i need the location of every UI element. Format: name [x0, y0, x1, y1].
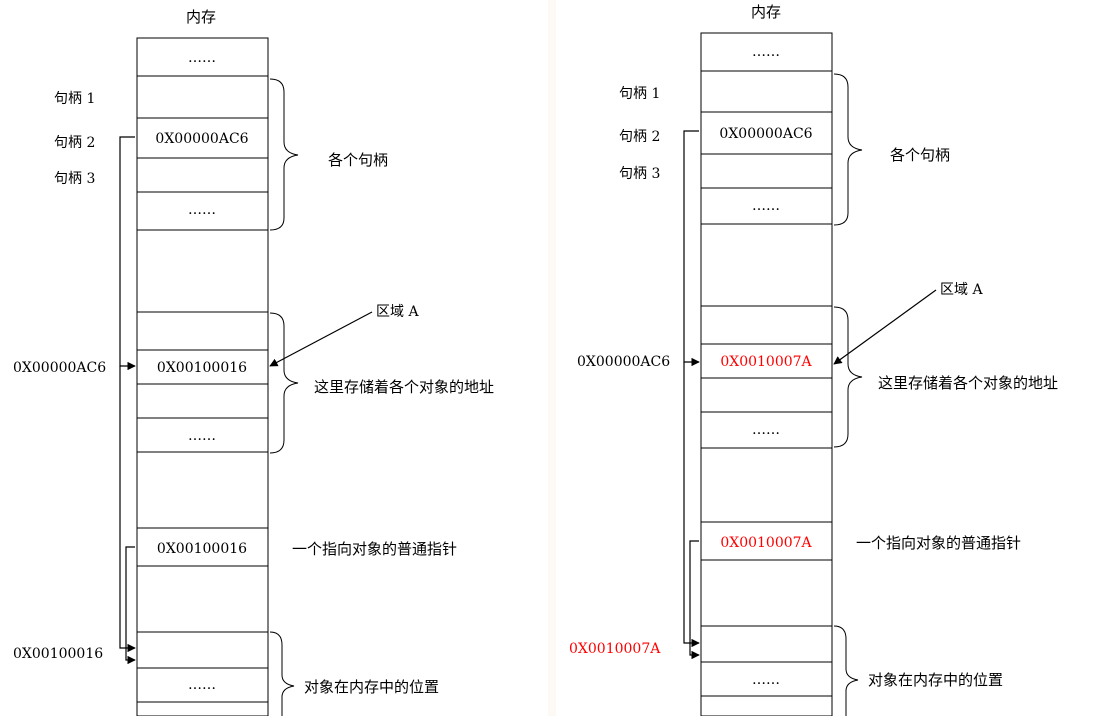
handle-label: 句柄 3 — [54, 171, 95, 187]
memory-cell-dividers — [137, 75, 268, 703]
region-brace-label: 这里存储着各个对象的地址 — [314, 378, 494, 396]
pointer-to-object-arrow — [689, 540, 700, 660]
region-brace — [833, 306, 863, 448]
object-brace — [833, 625, 859, 716]
ellipsis-cell: …… — [752, 422, 780, 438]
memory-column — [136, 37, 269, 716]
ellipsis-cell: …… — [752, 44, 780, 60]
region-value-cell: 0X00100016 — [157, 360, 247, 376]
region-brace — [269, 312, 299, 454]
object-brace-label: 对象在内存中的位置 — [304, 678, 439, 696]
region-a-arrow — [269, 311, 373, 367]
ellipsis-cell: …… — [188, 677, 216, 693]
handle-label: 句柄 2 — [54, 135, 95, 151]
handle-label: 句柄 2 — [619, 129, 660, 145]
panel-divider — [548, 0, 556, 716]
handle-label: 句柄 1 — [619, 86, 660, 102]
pointer-value-cell: 0X0010007A — [720, 535, 812, 551]
region-address-label: 0X00000AC6 — [13, 360, 106, 376]
ellipsis-cell: …… — [188, 428, 216, 444]
handle-to-region-arrow — [683, 130, 700, 367]
pointer-label: 一个指向对象的普通指针 — [292, 540, 457, 558]
ellipsis-cell: …… — [752, 672, 780, 688]
memory-cell-dividers — [701, 70, 832, 697]
pointer-value-cell: 0X00100016 — [157, 541, 247, 557]
panel-left: 内存 …… 0X00000AC6 …… 0X00100016 …… 0X0010… — [13, 8, 494, 716]
region-a-label: 区域 A — [940, 282, 983, 298]
handle-label: 句柄 1 — [54, 91, 95, 107]
region-to-object-arrow — [683, 362, 700, 648]
handles-brace — [833, 73, 863, 226]
pointer-label: 一个指向对象的普通指针 — [856, 534, 1021, 552]
ellipsis-cell: …… — [188, 202, 216, 218]
object-address-label: 0X0010007A — [569, 641, 661, 657]
region-a-arrow — [833, 289, 937, 365]
ellipsis-cell: …… — [188, 50, 216, 66]
region-a-label: 区域 A — [376, 304, 419, 320]
ellipsis-cell: …… — [752, 198, 780, 214]
memory-title: 内存 — [186, 8, 216, 26]
region-to-object-arrow — [119, 366, 136, 653]
pointer-to-object-arrow — [125, 546, 136, 665]
memory-column — [700, 32, 833, 716]
handle-value-cell: 0X00000AC6 — [719, 126, 812, 142]
handle-value-cell: 0X00000AC6 — [155, 131, 248, 147]
handles-brace-label: 各个句柄 — [890, 146, 950, 164]
object-address-label: 0X00100016 — [13, 646, 103, 662]
handle-label: 句柄 3 — [619, 166, 660, 182]
object-brace-label: 对象在内存中的位置 — [868, 671, 1003, 689]
handles-brace-label: 各个句柄 — [328, 151, 388, 169]
panel-right: 内存 …… 0X00000AC6 …… 0X0010007A …… 0X0010… — [569, 3, 1058, 716]
memory-title: 内存 — [751, 3, 781, 21]
handles-brace — [269, 78, 299, 231]
region-brace-label: 这里存储着各个对象的地址 — [878, 374, 1058, 392]
object-brace — [269, 631, 295, 716]
region-value-cell: 0X0010007A — [720, 354, 812, 370]
region-address-label: 0X00000AC6 — [577, 354, 670, 370]
handle-to-region-arrow — [119, 136, 136, 371]
